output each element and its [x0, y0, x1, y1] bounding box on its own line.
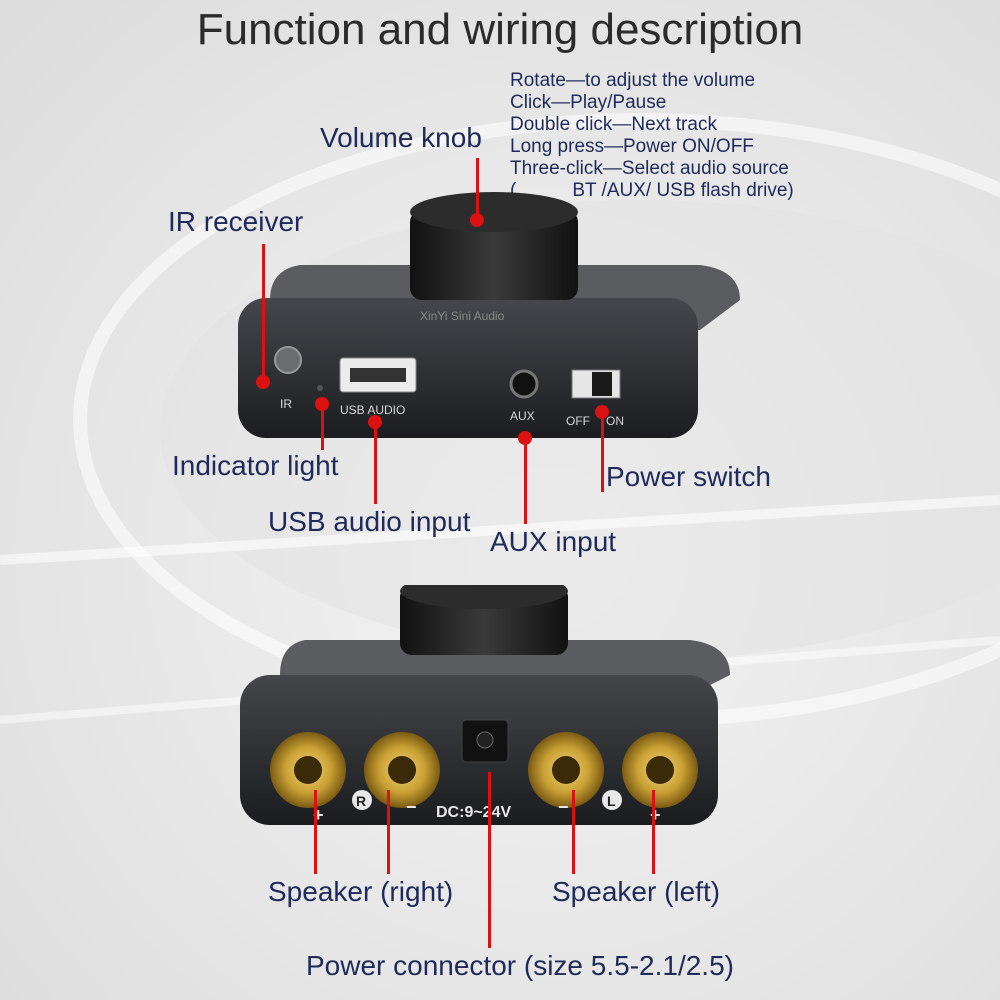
device-front-body	[238, 298, 698, 438]
usb-audio-marking: USB AUDIO	[340, 403, 405, 417]
pointer-dot-ir-receiver	[256, 375, 270, 389]
label-usb-audio-input: USB audio input	[268, 506, 471, 537]
note-source-open: (	[510, 180, 517, 201]
pointer-ir-receiver	[262, 244, 265, 382]
label-speaker-right: Speaker (right)	[268, 876, 454, 907]
right-marking: R	[356, 793, 366, 809]
dc-marking: DC:9~24V	[436, 804, 511, 821]
volume-knob	[410, 210, 578, 300]
plus-marking-right: +	[313, 805, 324, 825]
pointer-speaker-right-minus	[387, 790, 390, 874]
note-source-list: BT /AUX/ USB flash drive)	[572, 180, 794, 201]
pointer-volume-knob	[476, 158, 479, 220]
pointer-dot-indicator-light	[315, 397, 329, 411]
ir-receiver-window	[274, 346, 302, 374]
note-double-click: Double click—Next track	[510, 114, 717, 135]
pointer-indicator-light	[321, 404, 324, 450]
minus-marking-left: −	[558, 797, 569, 817]
note-three-click: Three-click—Select audio source	[510, 158, 789, 179]
device-front-view: XinYi Sini Audio IR USB AUDIO AUX OFF ON	[238, 192, 740, 438]
speaker-terminal-left-minus	[528, 732, 604, 808]
speaker-terminal-left-plus	[622, 732, 698, 808]
label-power-switch: Power switch	[606, 461, 771, 492]
off-marking: OFF	[566, 414, 590, 428]
speaker-terminal-right-plus	[270, 732, 346, 808]
left-marking: L	[607, 793, 616, 809]
plus-marking-left: +	[650, 805, 661, 825]
pointer-dot-aux	[518, 431, 532, 445]
minus-marking-right: −	[406, 797, 417, 817]
pointer-dot-volume-knob	[470, 213, 484, 227]
pointer-aux	[524, 438, 527, 524]
brand-marking: XinYi Sini Audio	[420, 309, 505, 323]
page-title: Function and wiring description	[196, 5, 804, 54]
ir-marking: IR	[280, 397, 292, 411]
pointer-power-switch	[601, 412, 604, 492]
volume-knob-functions: Rotate—to adjust the volume Click—Play/P…	[510, 70, 794, 202]
pointer-speaker-left-minus	[572, 790, 575, 874]
note-long-press: Long press—Power ON/OFF	[510, 136, 754, 157]
label-power-connector: Power connector (size 5.5-2.1/2.5)	[306, 950, 734, 981]
note-click: Click—Play/Pause	[510, 92, 667, 113]
label-volume-knob: Volume knob	[320, 122, 482, 153]
pointer-power-connector	[488, 772, 491, 948]
pointer-dot-usb-audio	[368, 415, 382, 429]
note-rotate: Rotate—to adjust the volume	[510, 70, 756, 91]
pointer-usb-audio	[374, 422, 377, 504]
device-rear-view: + R − DC:9~24V − L +	[240, 585, 730, 825]
pointer-speaker-right-plus	[314, 790, 317, 874]
label-ir-receiver: IR receiver	[168, 206, 304, 237]
on-marking: ON	[606, 414, 624, 428]
label-aux-input: AUX input	[490, 526, 617, 557]
indicator-led	[317, 385, 323, 391]
note-source-line: ( BT /AUX/ USB flash drive)	[510, 180, 794, 202]
pointer-dot-power-switch	[595, 405, 609, 419]
label-indicator-light: Indicator light	[172, 450, 339, 481]
aux-marking: AUX	[510, 409, 535, 423]
pointer-speaker-left-plus	[652, 790, 655, 874]
label-speaker-left: Speaker (left)	[552, 876, 721, 907]
aux-jack	[509, 369, 539, 399]
speaker-terminal-right-minus	[364, 732, 440, 808]
